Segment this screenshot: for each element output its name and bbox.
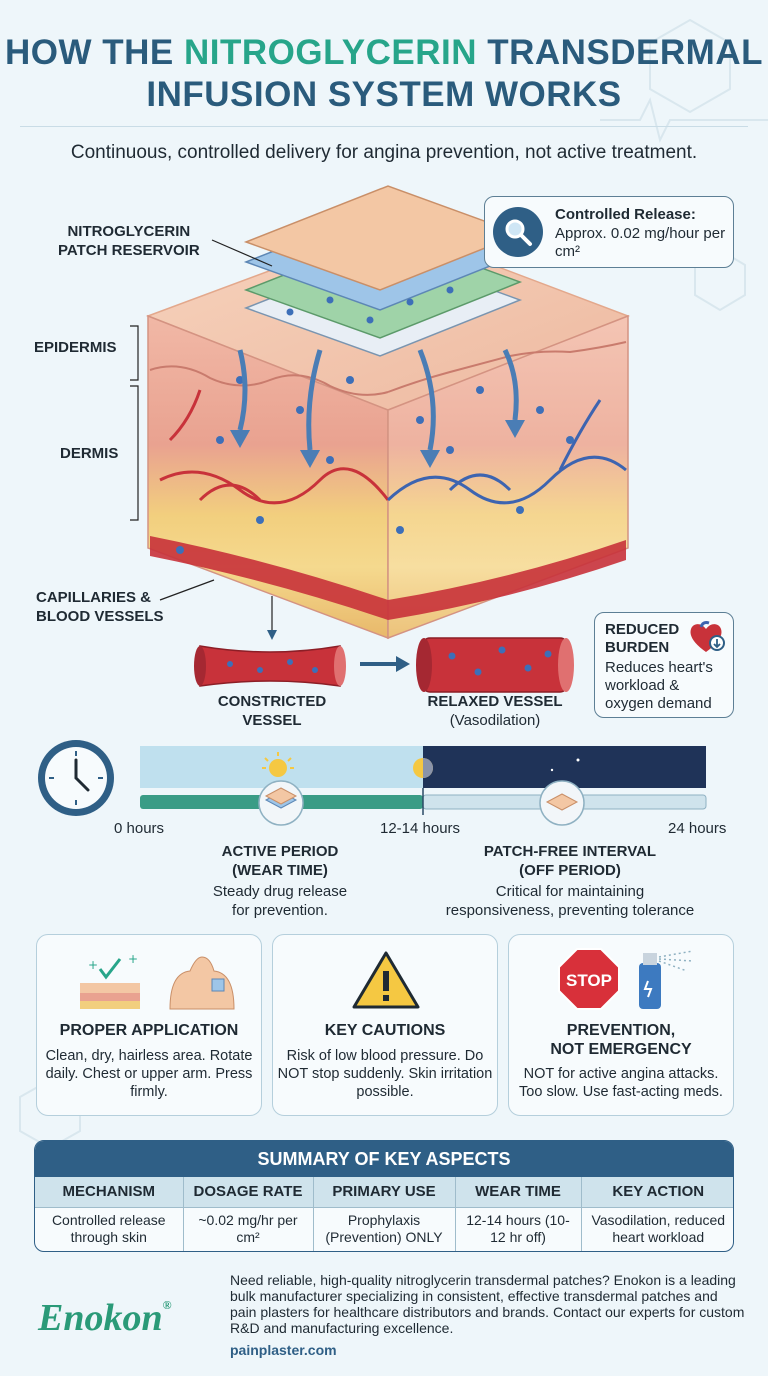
card-text: NOT for active angina attacks. Too slow.… [519,1066,723,1100]
active-period-desc: Steady drug release for prevention. [212,883,348,919]
heart-icon [690,621,725,652]
summary-cell: Vasodilation, reduced heart workload [591,1212,726,1246]
patch-layer-top [243,185,523,291]
summary-header: DOSAGE RATE [183,1177,314,1208]
label-capillaries: CAPILLARIES & BLOOD VESSELS [36,589,164,625]
constricted-vessel-label: CONSTRICTED VESSEL [217,693,327,729]
magnifier-icon [493,207,543,257]
relaxed-vessel-label: RELAXED VESSEL [427,693,563,710]
card-prevention: STOP PREVENTION, NOT EMERGENCY NOT for a… [508,934,734,1116]
svg-text:+: + [88,958,98,972]
label-dermis: DERMIS [60,445,119,462]
off-period-desc: Critical for maintaining responsiveness,… [445,883,695,919]
skin-block-right [387,314,629,640]
label-patch-reservoir: NITROGLYCERIN PATCH RESERVOIR [58,223,200,259]
card-text: Clean, dry, hairless area. Rotate daily.… [45,1048,253,1100]
svg-text:STOP: STOP [566,971,612,990]
tick-12-14-hours: 12-14 hours [380,820,461,837]
summary-header: WEAR TIME [455,1177,582,1208]
summary-cell: 12-14 hours (10-12 hr off) [455,1207,582,1251]
callout-text: Approx. 0.02 mg/hour per cm² [555,225,726,260]
sun-icon [262,752,294,777]
off-period-heading: PATCH-FREE INTERVAL (OFF PERIOD) [483,843,657,879]
clock-icon [38,740,114,816]
controlled-release-callout: Controlled Release: Approx. 0.02 mg/hour… [484,196,734,268]
constricted-vessel [194,645,346,687]
reduced-burden-callout: REDUCED BURDEN Reduces heart's workload … [594,612,734,718]
active-bar [140,795,423,809]
page-subtitle: Continuous, controlled delivery for angi… [70,142,698,163]
burden-title: REDUCED BURDEN [605,621,680,656]
card-proper-application: + + PROPER APPLICATION Clean, dry, hairl… [36,934,262,1116]
warning-icon [352,951,420,1009]
patch-layer-green [243,233,523,339]
title-divider [20,126,748,127]
relaxed-vessel-sublabel: (Vasodilation) [449,712,541,729]
page-title: HOW THE NITROGLYCERIN TRANSDERMAL INFUSI… [5,33,763,114]
callout-title: Controlled Release: [555,206,696,223]
day-band [140,746,423,788]
footer-text: Need reliable, high-quality nitroglyceri… [230,1272,745,1336]
patch-layer-blue [243,205,523,311]
card-key-cautions: KEY CAUTIONS Risk of low blood pressure.… [272,934,498,1116]
card-text: Risk of low blood pressure. Do NOT stop … [277,1048,493,1100]
night-band [423,746,706,788]
off-bar [422,794,707,810]
tick-0-hours: 0 hours [114,820,165,837]
card-title: PROPER APPLICATION [59,1022,239,1039]
summary-title: SUMMARY OF KEY ASPECTS [35,1141,733,1177]
table-row: Controlled release through skin ~0.02 mg… [35,1207,733,1251]
stop-sign-icon: STOP [558,948,620,1010]
summary-cell: Prophylaxis (Prevention) ONLY [313,1207,456,1251]
summary-header: MECHANISM [35,1177,184,1208]
patch-layer-white [243,251,523,357]
summary-header: KEY ACTION [581,1177,733,1208]
inhaler-spray-icon [639,950,694,1009]
moon-icon [550,758,580,778]
card-title: KEY CAUTIONS [324,1022,446,1039]
relaxed-vessel [416,637,574,693]
active-period-heading: ACTIVE PERIOD (WEAR TIME) [221,843,339,879]
card-title: PREVENTION, NOT EMERGENCY [550,1022,692,1058]
brand-logo: Enokon® [38,1297,172,1339]
skin-application-icon: + + [80,952,235,1010]
summary-table: SUMMARY OF KEY ASPECTS MECHANISM DOSAGE … [34,1140,734,1252]
footer-link[interactable]: painplaster.com [230,1342,337,1358]
patch-on-icon [258,780,304,826]
burden-text: Reduces heart's workload & oxygen demand [605,659,713,712]
summary-header: PRIMARY USE [313,1177,456,1208]
tick-24-hours: 24 hours [668,820,727,837]
label-epidermis: EPIDERMIS [34,339,117,356]
svg-text:+: + [128,952,138,966]
skin-block-left [147,314,389,640]
summary-cell: Controlled release through skin [35,1207,184,1251]
sunset-icon [413,758,433,778]
summary-cell: ~0.02 mg/hr per cm² [183,1207,314,1251]
patch-off-icon [539,780,585,826]
